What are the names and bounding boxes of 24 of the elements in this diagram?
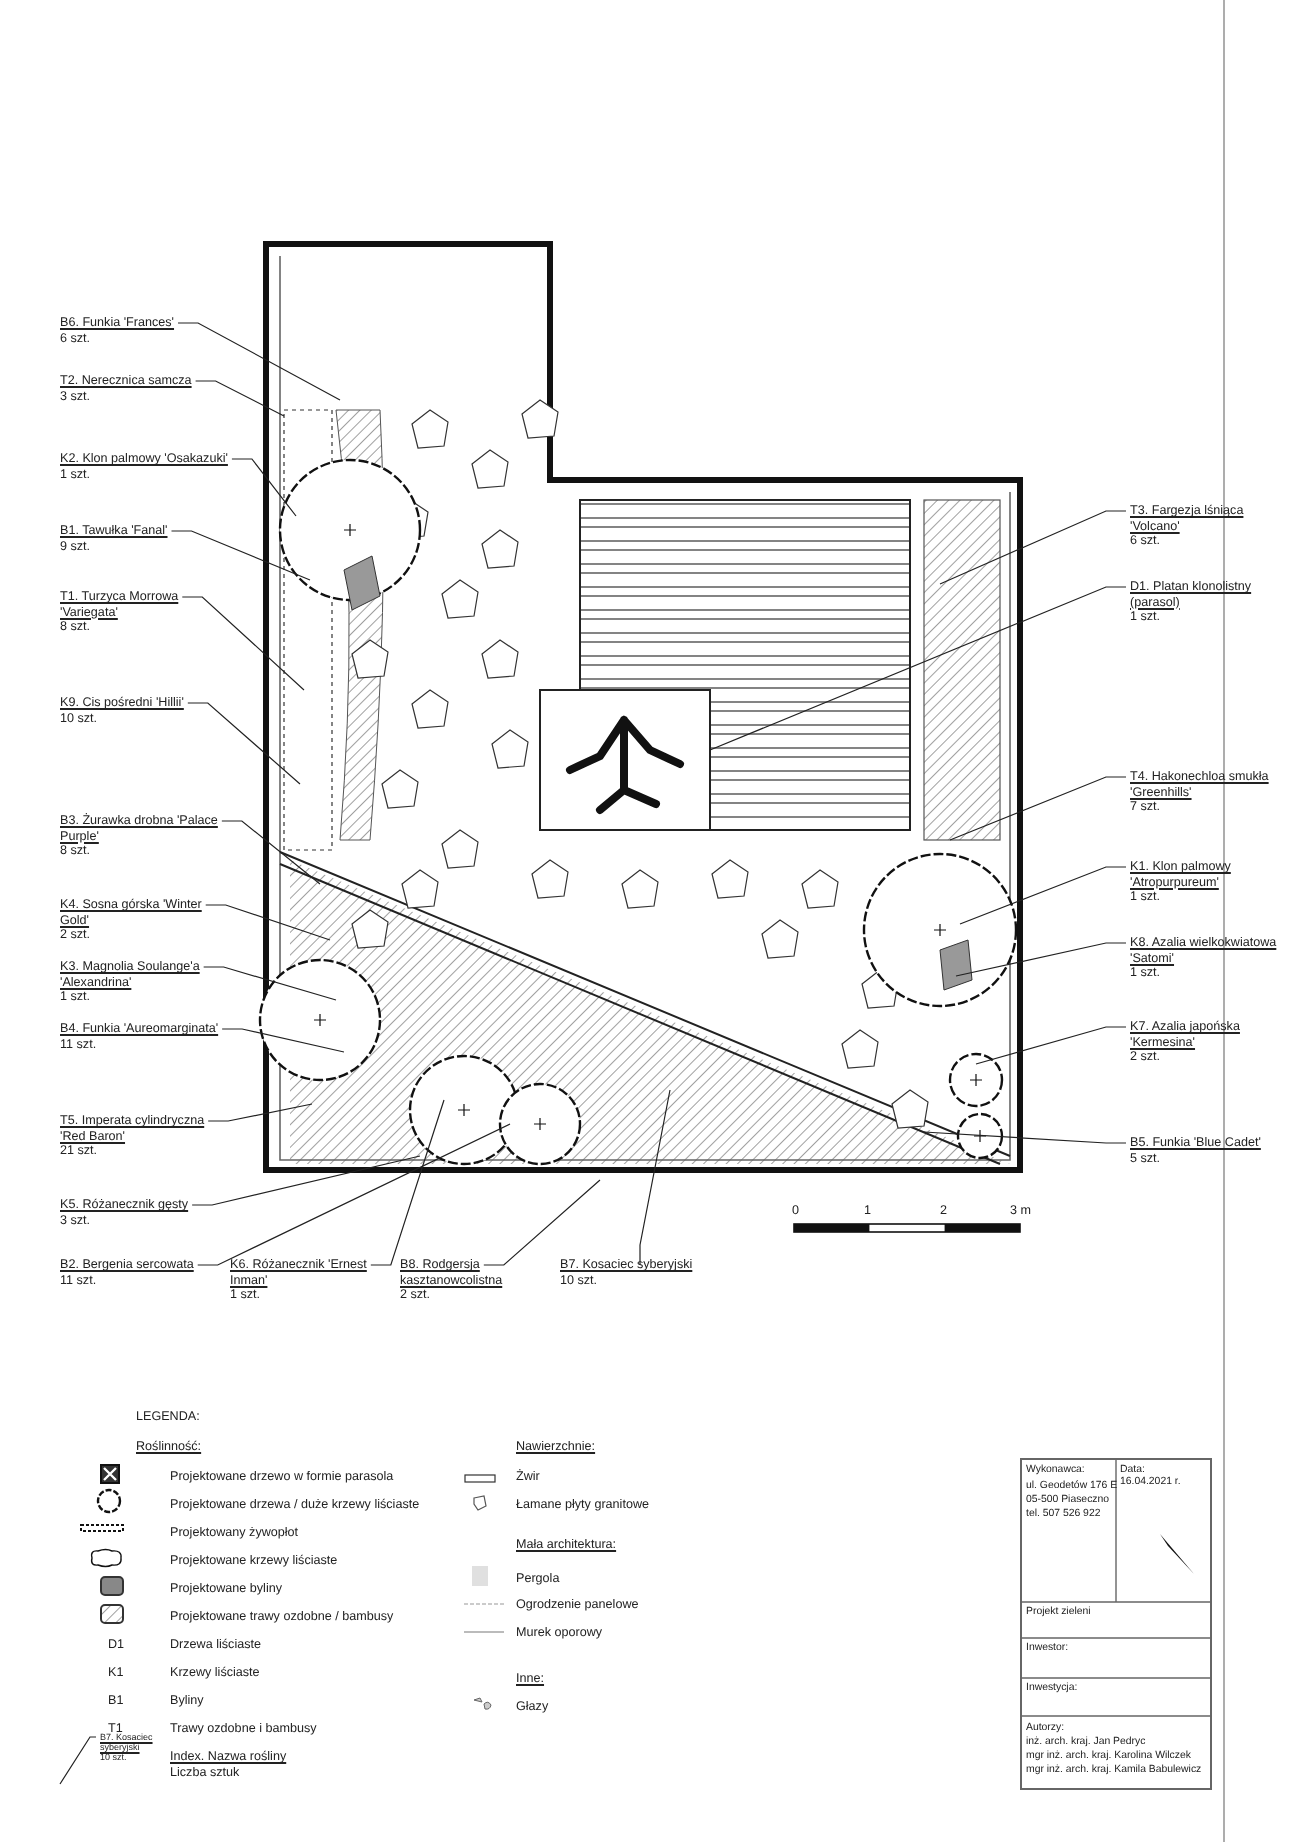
leader-line bbox=[709, 586, 1127, 751]
leader-line bbox=[187, 702, 301, 785]
leader-line bbox=[170, 530, 311, 581]
leader-line bbox=[483, 1179, 601, 1266]
leader-line bbox=[949, 776, 1127, 841]
leader-line bbox=[221, 1028, 345, 1053]
leader-line bbox=[370, 1099, 445, 1266]
leader-line bbox=[231, 458, 297, 517]
leader-line bbox=[203, 966, 337, 1001]
leader-line bbox=[195, 380, 285, 417]
leader-line bbox=[205, 904, 331, 941]
leader-line bbox=[955, 942, 1127, 977]
leader-line bbox=[975, 1026, 1127, 1065]
leader-line bbox=[959, 866, 1127, 925]
leader-line bbox=[177, 322, 341, 401]
leader-line bbox=[181, 596, 305, 691]
leader-line bbox=[197, 1123, 511, 1266]
leader-line bbox=[59, 1736, 97, 1785]
leader-line bbox=[939, 510, 1127, 585]
leader-line bbox=[191, 1155, 421, 1206]
leader-line bbox=[639, 1089, 671, 1266]
leader-line bbox=[221, 820, 321, 885]
leader-line bbox=[207, 1103, 313, 1122]
leader-line bbox=[923, 1131, 1127, 1144]
